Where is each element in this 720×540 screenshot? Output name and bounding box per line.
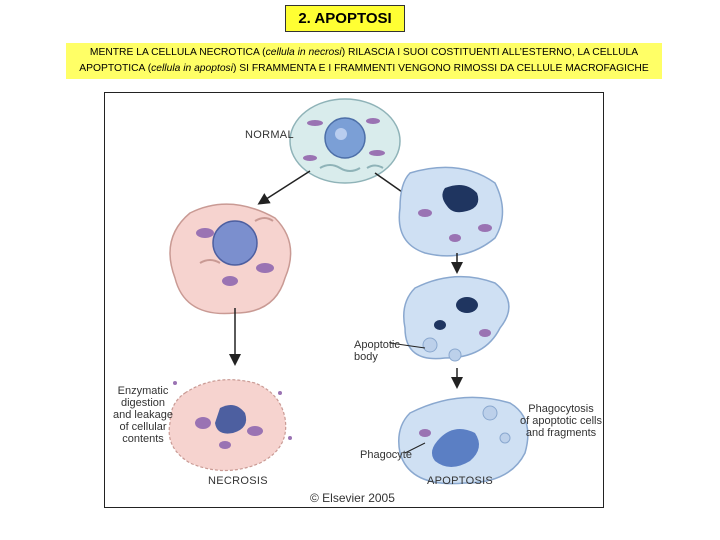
arrow-to-necrosis-start	[260, 171, 310, 203]
subtitle-line2-end: ) SI FRAMMENTA E I FRAMMENTI VENGONO RIM…	[233, 63, 649, 74]
apoptosis-necrosis-figure: NORMAL Apoptotic body Enzymatic digestio…	[104, 92, 604, 508]
normal-cell	[290, 99, 400, 183]
apoptotic-body-label-line1: Apoptotic	[354, 339, 400, 351]
phagocytosis-line3: and fragments	[526, 427, 596, 439]
swollen-necrotic-cell	[170, 204, 291, 313]
apoptotic-body-label-line2: body	[354, 351, 378, 363]
enzymatic-line5: contents	[122, 433, 164, 445]
necrotic-debris	[169, 380, 292, 471]
necrosis-label: NECROSIS	[208, 475, 268, 487]
phagocyte-label: Phagocyte	[360, 449, 412, 461]
subtitle-line2-start: APOPTOTICA (	[79, 63, 151, 74]
subtitle-line1-end: ) RILASCIA I SUOI COSTITUENTI ALL’ESTERN…	[342, 47, 638, 58]
figure-drawing	[105, 93, 605, 509]
enzymatic-digestion-label: Enzymatic digestion and leakage of cellu…	[109, 385, 177, 445]
phagocyte-cell	[399, 397, 528, 483]
subtitle-line1-start: MENTRE LA CELLULA NECROTICA (	[90, 47, 266, 58]
fragmenting-apoptotic-cell	[404, 277, 509, 361]
apoptotic-body-label: Apoptotic body	[354, 339, 400, 363]
enzymatic-line4: of cellular	[119, 421, 166, 433]
condensing-apoptotic-cell	[399, 167, 502, 255]
phagocytosis-line1: Phagocytosis	[528, 403, 593, 415]
phagocytosis-line2: of apoptotic cells	[520, 415, 602, 427]
page-title: 2. APOPTOSI	[285, 5, 405, 32]
enzymatic-line3: and leakage	[113, 409, 173, 421]
subtitle-line1-italic: cellula in necrosi	[266, 47, 342, 58]
enzymatic-line2: digestion	[121, 397, 165, 409]
subtitle-line2-italic: cellula in apoptosi	[151, 63, 233, 74]
phagocytosis-label: Phagocytosis of apoptotic cells and frag…	[517, 403, 605, 439]
copyright-text: © Elsevier 2005	[310, 491, 395, 505]
subtitle-banner: MENTRE LA CELLULA NECROTICA (cellula in …	[66, 43, 662, 79]
enzymatic-line1: Enzymatic	[118, 385, 169, 397]
normal-label: NORMAL	[245, 129, 294, 141]
apoptosis-label: APOPTOSIS	[427, 475, 493, 487]
